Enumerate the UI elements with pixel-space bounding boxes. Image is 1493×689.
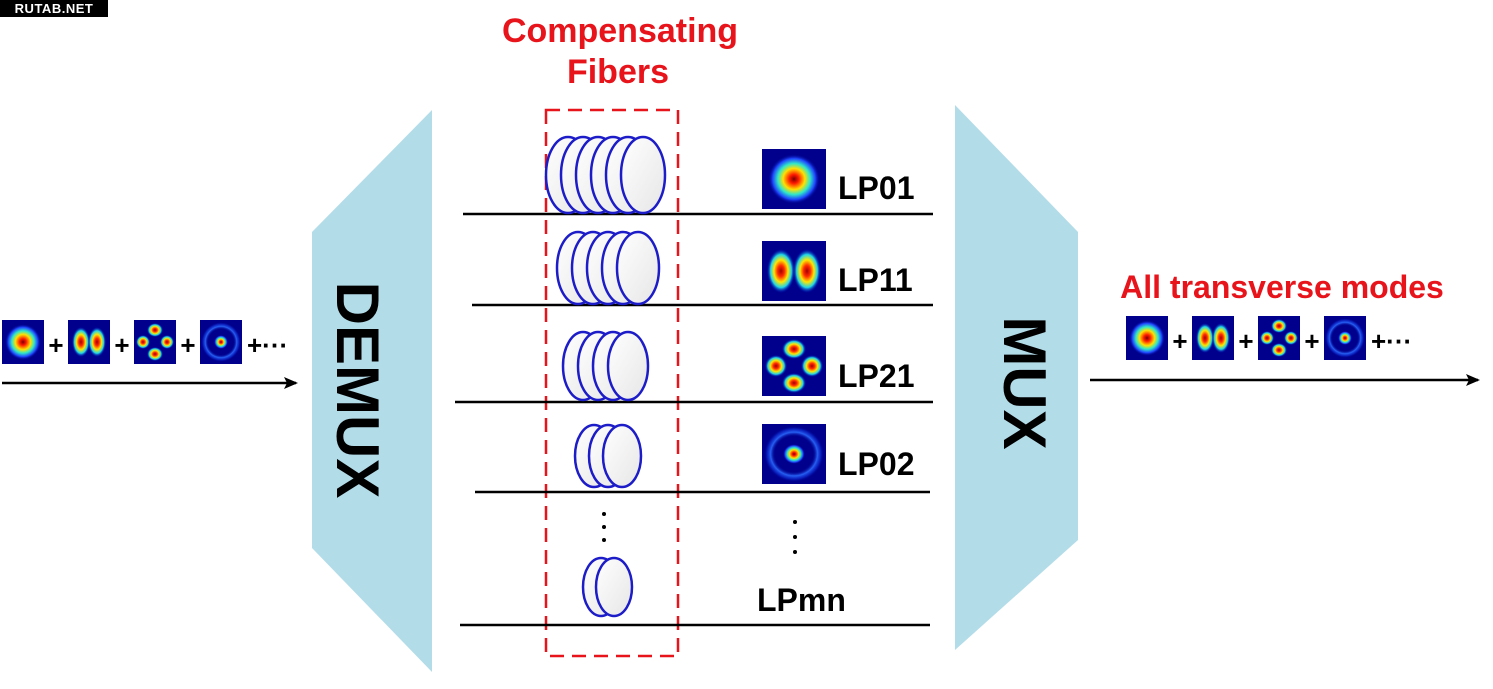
fiber-coils xyxy=(544,135,667,618)
input-plus-2: + xyxy=(114,330,129,360)
input-plus-3: + xyxy=(180,330,195,360)
input-plus-1: + xyxy=(48,330,63,360)
fiber-coil-lp21 xyxy=(606,330,650,402)
mux-block xyxy=(955,105,1078,650)
channel-label-lp02: LP02 xyxy=(838,446,914,482)
output-tile-lp21 xyxy=(1258,316,1300,360)
input-mode-sequence: + + + +··· xyxy=(2,320,288,364)
mux-label: MUX xyxy=(991,316,1058,449)
channel-label-lp01: LP01 xyxy=(838,170,914,206)
input-tile-lp21 xyxy=(134,320,176,364)
channel-label-lp21: LP21 xyxy=(838,358,914,394)
mode-tile-lp11 xyxy=(762,241,826,301)
compensating-title-line1: Compensating xyxy=(502,12,738,50)
fiber-coil-lp01 xyxy=(619,135,667,215)
output-plus-3: + xyxy=(1304,326,1319,356)
mode-ellipsis xyxy=(793,520,797,554)
input-ellipsis: +··· xyxy=(247,330,288,360)
demux-label: DEMUX xyxy=(324,282,391,499)
mode-tile-lp01 xyxy=(762,149,826,209)
output-tile-lp11 xyxy=(1192,316,1234,360)
output-mode-sequence: + + + +··· xyxy=(1126,316,1412,360)
fiber-coil-lp11 xyxy=(615,230,661,306)
output-plus-1: + xyxy=(1172,326,1187,356)
watermark: RUTAB.NET xyxy=(0,0,108,17)
mode-tile-lp02 xyxy=(762,424,826,484)
mode-tile-lp21 xyxy=(762,336,826,396)
output-tile-lp02 xyxy=(1324,316,1366,360)
fiber-coil-lp02 xyxy=(601,423,643,489)
output-label: All transverse modes xyxy=(1120,269,1444,305)
channel-label-lp11: LP11 xyxy=(838,262,913,298)
compensating-title-line2: Fibers xyxy=(567,53,669,91)
input-tile-lp02 xyxy=(200,320,242,364)
fiber-coil-lpmn xyxy=(594,556,634,618)
output-tile-lp01 xyxy=(1126,316,1168,360)
demux-block xyxy=(312,110,432,672)
input-tile-lp11 xyxy=(68,320,110,364)
input-tile-lp01 xyxy=(2,320,44,364)
fiber-ellipsis xyxy=(602,512,606,542)
output-ellipsis: +··· xyxy=(1371,326,1412,356)
output-plus-2: + xyxy=(1238,326,1253,356)
compensating-fibers-box xyxy=(544,108,680,658)
channel-label-lpmn: LPmn xyxy=(757,582,846,618)
